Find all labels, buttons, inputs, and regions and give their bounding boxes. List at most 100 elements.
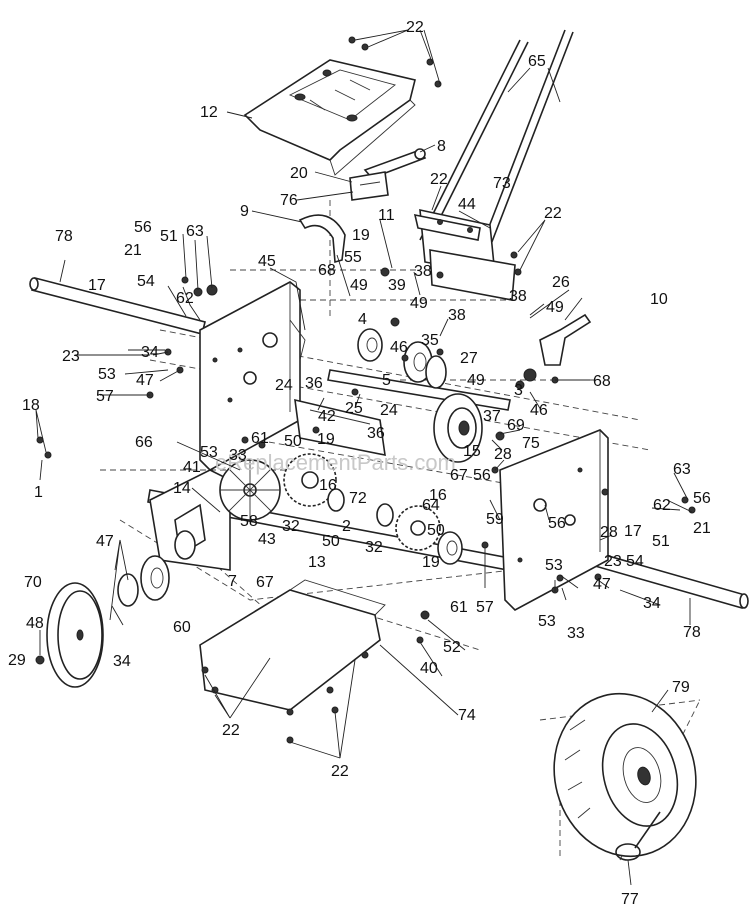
hub-flange-60 bbox=[117, 555, 170, 607]
callout-label: 67 bbox=[450, 467, 468, 484]
callout-label: 46 bbox=[390, 339, 408, 356]
callout-label: 52 bbox=[443, 639, 461, 656]
callout-label: 34 bbox=[643, 595, 661, 612]
callout-label: 54 bbox=[137, 273, 155, 290]
callout-label: 24 bbox=[275, 377, 293, 394]
callout-label: 68 bbox=[318, 262, 336, 279]
callout-label: 29 bbox=[8, 652, 26, 669]
callout-label: 41 bbox=[183, 459, 201, 476]
callout-label: 14 bbox=[173, 480, 191, 497]
callout-label: 22 bbox=[544, 205, 562, 222]
drive-pulley-70 bbox=[46, 582, 104, 688]
callout-label: 36 bbox=[367, 425, 385, 442]
callout-label: 78 bbox=[683, 624, 701, 641]
callout-label: 51 bbox=[160, 228, 178, 245]
handle-rods bbox=[419, 29, 574, 253]
callout-label: 21 bbox=[124, 242, 142, 259]
right-frame-panel bbox=[499, 429, 609, 611]
callout-label: 77 bbox=[621, 891, 639, 908]
callout-label: 24 bbox=[380, 402, 398, 419]
callout-label: 33 bbox=[567, 625, 585, 642]
callout-label: 69 bbox=[507, 417, 525, 434]
callout-label: 75 bbox=[522, 435, 540, 452]
callout-label: 7 bbox=[228, 573, 237, 590]
friction-disc-37 bbox=[433, 393, 483, 463]
callout-label: 79 bbox=[672, 679, 690, 696]
callout-label: 20 bbox=[290, 165, 308, 182]
callout-label: 12 bbox=[200, 104, 218, 121]
left-frame-panel bbox=[199, 281, 306, 471]
callout-label: 22 bbox=[406, 19, 424, 36]
callout-label: 57 bbox=[96, 388, 114, 405]
callout-label: 38 bbox=[448, 307, 466, 324]
bottom-plate-74 bbox=[199, 579, 386, 711]
callout-label: 44 bbox=[458, 196, 476, 213]
callout-label: 63 bbox=[673, 461, 691, 478]
callout-label: 21 bbox=[693, 520, 711, 537]
callout-label: 64 bbox=[422, 497, 440, 514]
callout-label: 37 bbox=[483, 408, 501, 425]
callout-label: 73 bbox=[493, 175, 511, 192]
bearing-2 bbox=[376, 503, 394, 527]
callout-label: 50 bbox=[284, 433, 302, 450]
callout-label: 17 bbox=[88, 277, 106, 294]
callout-label: 56 bbox=[473, 467, 491, 484]
curved-lever-part-9 bbox=[298, 214, 346, 264]
callout-label: 19 bbox=[317, 431, 335, 448]
callout-label: 47 bbox=[593, 576, 611, 593]
callout-label: 56 bbox=[134, 219, 152, 236]
callout-label: 72 bbox=[349, 490, 367, 507]
callout-label: 27 bbox=[460, 350, 478, 367]
callout-label: 49 bbox=[410, 295, 428, 312]
callout-label: 53 bbox=[545, 557, 563, 574]
leader-lines bbox=[35, 29, 693, 886]
callout-label: 11 bbox=[378, 207, 395, 224]
callout-label: 53 bbox=[98, 366, 116, 383]
spring-bracket-24 bbox=[294, 398, 386, 457]
callout-label: 19 bbox=[422, 554, 440, 571]
callout-label: 47 bbox=[136, 372, 154, 389]
callout-label: 23 bbox=[604, 553, 622, 570]
callout-label: 22 bbox=[222, 722, 240, 739]
callout-label: 19 bbox=[352, 227, 370, 244]
tire-79 bbox=[553, 692, 697, 858]
watermark-text: eReplacementParts.com bbox=[215, 450, 456, 475]
callout-label: 55 bbox=[344, 249, 362, 266]
callout-label: 61 bbox=[450, 599, 468, 616]
callout-label: 70 bbox=[24, 574, 42, 591]
callout-label: 76 bbox=[280, 192, 298, 209]
callout-label: 10 bbox=[650, 291, 668, 308]
callout-label: 57 bbox=[476, 599, 494, 616]
callout-label: 68 bbox=[593, 373, 611, 390]
bearing-19 bbox=[437, 531, 463, 565]
callout-label: 22 bbox=[430, 171, 448, 188]
callout-label: 28 bbox=[600, 524, 618, 541]
callout-label: 53 bbox=[200, 444, 218, 461]
bracket-part-20 bbox=[349, 171, 389, 201]
shift-lever-part-10 bbox=[539, 313, 592, 366]
callout-label: 5 bbox=[382, 372, 391, 389]
callout-label: 58 bbox=[240, 513, 258, 530]
callout-label: 8 bbox=[437, 138, 446, 155]
callout-label: 50 bbox=[427, 522, 445, 539]
callout-label: 4 bbox=[358, 311, 367, 328]
sprocket-gear-32b bbox=[395, 505, 441, 551]
callout-label: 17 bbox=[624, 523, 642, 540]
callout-label: 48 bbox=[26, 615, 44, 632]
callout-label: 39 bbox=[388, 277, 406, 294]
upper-bracket-plate bbox=[413, 208, 516, 301]
hardware-bolts bbox=[35, 36, 696, 744]
callout-label: 78 bbox=[55, 228, 73, 245]
callout-label: 22 bbox=[331, 763, 349, 780]
sprocket-gear-32a bbox=[283, 453, 337, 507]
callout-label: 1 bbox=[34, 484, 43, 501]
callout-label: 62 bbox=[176, 290, 194, 307]
callout-label: 49 bbox=[467, 372, 485, 389]
callout-label: 53 bbox=[538, 613, 556, 630]
callout-label: 60 bbox=[173, 619, 191, 636]
pulley-idler bbox=[425, 355, 447, 389]
callout-label: 28 bbox=[494, 446, 512, 463]
callout-label: 18 bbox=[22, 397, 40, 414]
callout-label: 63 bbox=[186, 223, 204, 240]
